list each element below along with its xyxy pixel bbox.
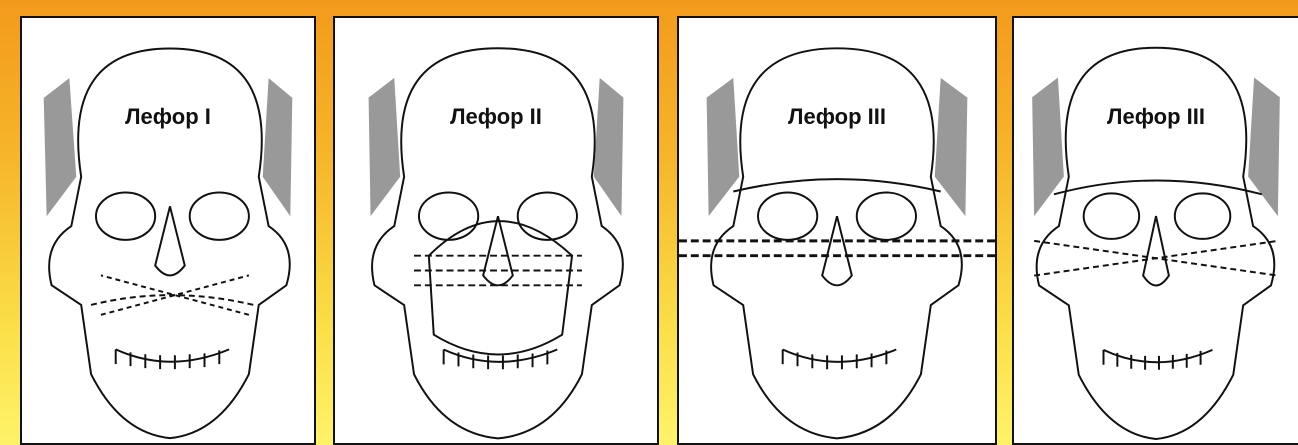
panel-lefort-3: Лефор III	[677, 16, 997, 445]
panel-lefort-2: Лефор II	[333, 16, 659, 445]
skull-drawing	[679, 18, 995, 443]
panel-lefort-3-alt: Лефор III	[1012, 16, 1298, 445]
panel-label: Лефор III	[679, 104, 995, 130]
skull-drawing	[1014, 18, 1298, 443]
panel-label: Лефор II	[335, 104, 657, 130]
skull-drawing	[335, 18, 657, 443]
panel-lefort-1: Лефор I	[20, 16, 316, 445]
panel-label: Лефор III	[1014, 104, 1298, 130]
skull-drawing	[22, 18, 314, 443]
panel-label: Лефор I	[22, 104, 314, 130]
